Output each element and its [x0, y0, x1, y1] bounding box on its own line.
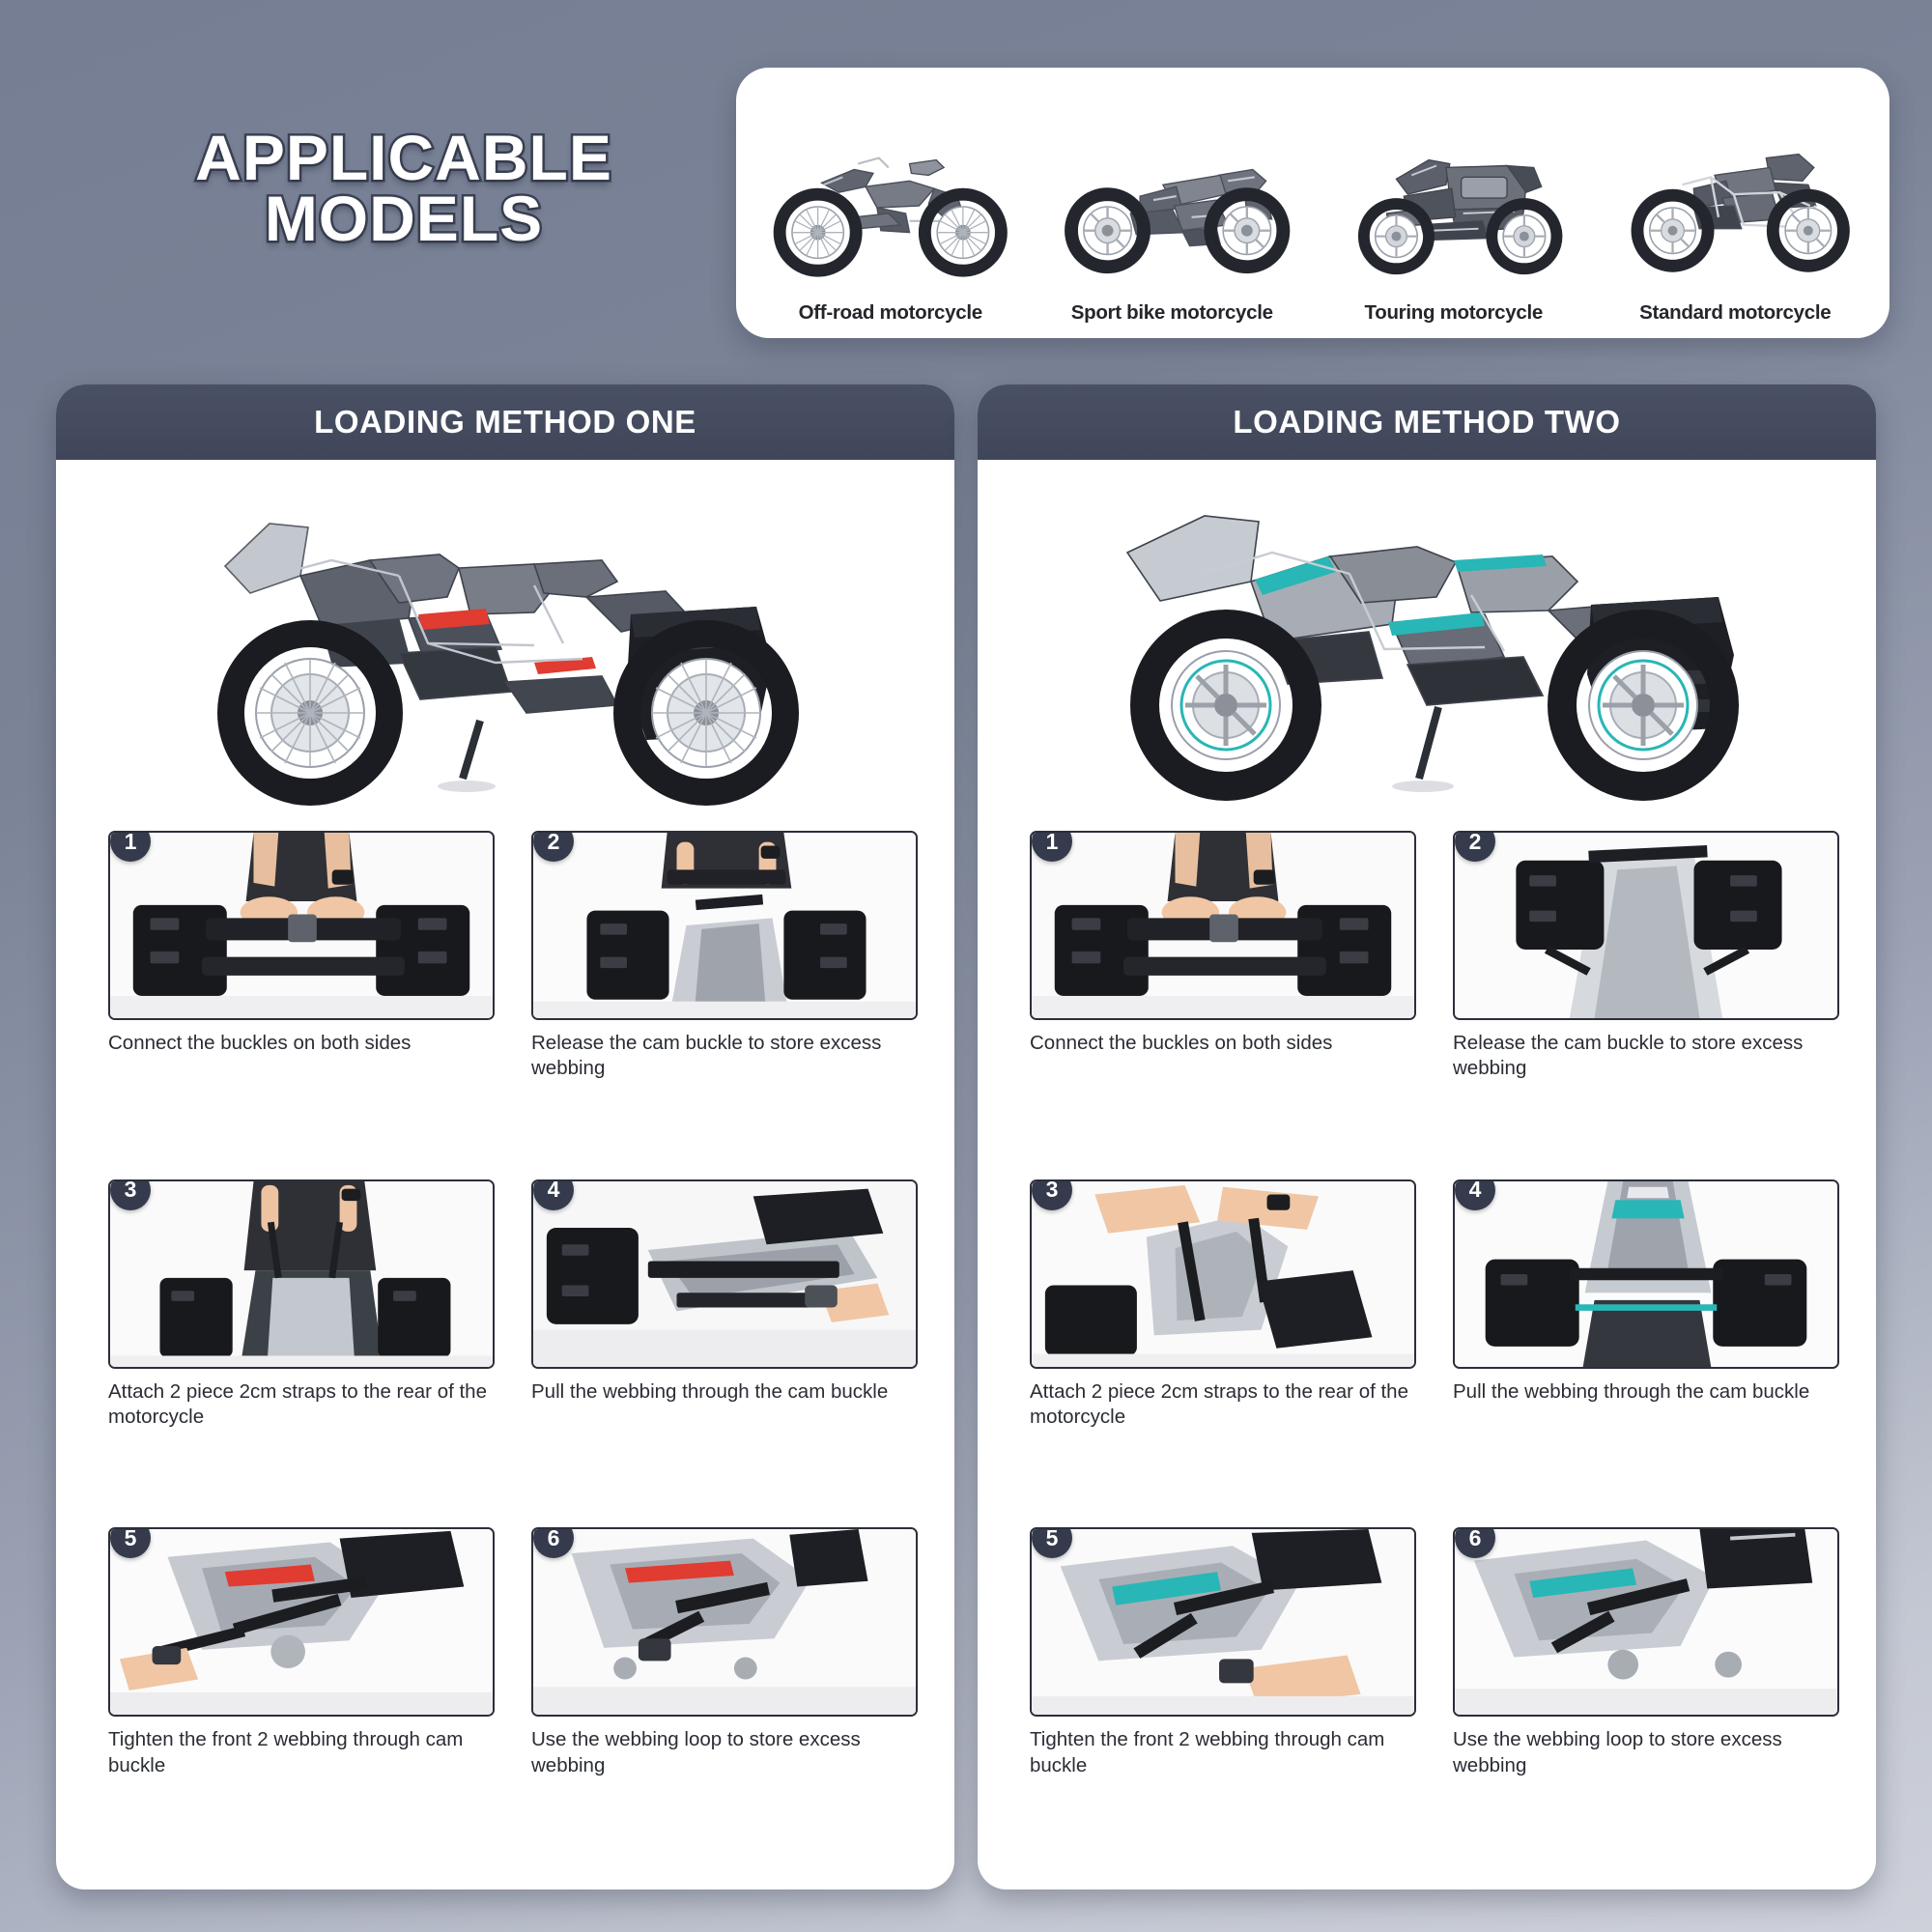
step-photo-frame: 1 [1030, 831, 1416, 1020]
step-photo-frame: 5 [1030, 1527, 1416, 1718]
off-road-motorcycle-icon [750, 126, 1032, 288]
step-item: 2 [516, 831, 918, 1174]
method-one-title: LOADING METHOD ONE [314, 404, 696, 440]
applicable-models-section: APPLICABLE MODELS [0, 0, 1932, 357]
step-caption: Pull the webbing through the cam buckle [1453, 1379, 1810, 1403]
step-caption: Attach 2 piece 2cm straps to the rear of… [108, 1379, 487, 1428]
page-title: APPLICABLE MODELS [104, 124, 703, 255]
step-item: 5 Tighten the front 2 webbing through ca… [1014, 1527, 1416, 1870]
page-title-line-2: MODELS [262, 183, 544, 255]
step-photo-frame: 4 [531, 1179, 918, 1369]
method-two-steps: 1 [978, 827, 1876, 1889]
step-caption: Use the webbing loop to store excess web… [531, 1728, 861, 1776]
step-photo-frame: 3 [1030, 1179, 1416, 1369]
step-caption: Attach 2 piece 2cm straps to the rear of… [1030, 1379, 1408, 1428]
model-item-sport-bike: Sport bike motorcycle [1032, 85, 1314, 325]
step-photo-frame: 5 [108, 1527, 495, 1718]
method-one-hero-image [56, 460, 954, 827]
step-photo-frame: 6 [531, 1527, 918, 1718]
step-caption: Use the webbing loop to store excess web… [1453, 1728, 1782, 1776]
standard-motorcycle-icon [1595, 126, 1877, 288]
method-two-hero-image [978, 460, 1876, 827]
step-photo-frame: 6 [1453, 1527, 1839, 1718]
step-caption: Connect the buckles on both sides [108, 1032, 412, 1054]
step-caption: Pull the webbing through the cam buckle [531, 1379, 889, 1403]
step-number-badge: 6 [533, 1529, 574, 1559]
step-caption: Release the cam buckle to store excess w… [1453, 1032, 1804, 1080]
step-number-badge: 6 [1455, 1529, 1495, 1559]
step-item: 6 Use the webbing loop to store excess w… [1437, 1527, 1839, 1870]
step-photo-frame: 2 [531, 831, 918, 1020]
step-caption: Connect the buckles on both sides [1030, 1032, 1333, 1054]
step-caption: Release the cam buckle to store excess w… [531, 1032, 882, 1080]
step-photo-frame: 3 [108, 1179, 495, 1369]
step-item: 4 Pull the webbing through the cam bu [516, 1179, 918, 1522]
model-label-sport-bike: Sport bike motorcycle [1070, 301, 1273, 324]
step-item: 3 Attach 2 piec [93, 1179, 495, 1522]
step-number-badge: 3 [1032, 1180, 1072, 1210]
step-item: 4 Pull the webbing through the cam bu [1437, 1179, 1839, 1522]
applicable-models-card: Off-road motorcycle [736, 68, 1889, 338]
step-photo-frame: 2 [1453, 831, 1839, 1020]
step-item: 3 Attach 2 piece 2cm straps to the rear … [1014, 1179, 1416, 1522]
model-item-standard: Standard motorcycle [1595, 85, 1877, 325]
step-item: 2 Release the cam buckle to store exc [1437, 831, 1839, 1174]
step-caption: Tighten the front 2 webbing through cam … [108, 1728, 464, 1776]
loading-method-one-panel: LOADING METHOD ONE [56, 384, 954, 1889]
step-item: 5 Tighten the front 2 webbing through [93, 1527, 495, 1870]
method-one-steps: 1 [56, 827, 954, 1889]
step-number-badge: 3 [110, 1180, 151, 1210]
model-label-off-road: Off-road motorcycle [798, 301, 983, 324]
method-one-header: LOADING METHOD ONE [56, 384, 954, 460]
model-item-touring: Touring motorcycle [1313, 85, 1595, 325]
step-photo-frame: 4 [1453, 1179, 1839, 1369]
model-label-standard: Standard motorcycle [1639, 301, 1832, 324]
page-title-line-1: APPLICABLE [193, 122, 614, 193]
touring-motorcycle-icon [1313, 126, 1595, 288]
step-photo-frame: 1 [108, 831, 495, 1020]
loading-method-two-panel: LOADING METHOD TWO [978, 384, 1876, 1889]
step-item: 1 [1014, 831, 1416, 1174]
model-label-touring: Touring motorcycle [1364, 301, 1544, 324]
method-two-header: LOADING METHOD TWO [978, 384, 1876, 460]
sport-bike-motorcycle-icon [1032, 126, 1314, 288]
step-item: 1 [93, 831, 495, 1174]
step-item: 6 Use the webbing loop to store excess w… [516, 1527, 918, 1870]
model-item-off-road: Off-road motorcycle [750, 85, 1032, 325]
step-caption: Tighten the front 2 webbing through cam … [1030, 1728, 1385, 1776]
method-two-title: LOADING METHOD TWO [1233, 404, 1621, 440]
